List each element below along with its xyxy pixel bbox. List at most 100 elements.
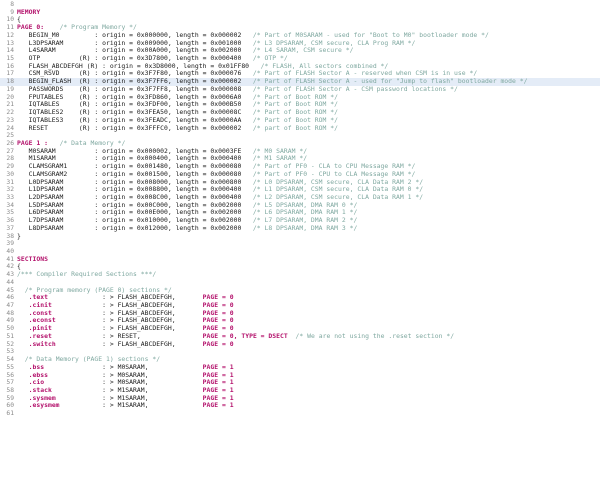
code-line[interactable]: 49 .econst : > FLASH_ABCDEFGH, PAGE = 0 xyxy=(0,317,600,325)
code-line[interactable]: 53 xyxy=(0,348,600,356)
code-line-text[interactable]: L8DPSARAM : origin = 0x012000, length = … xyxy=(17,224,600,233)
code-line[interactable]: 40 xyxy=(0,248,600,256)
code-line-text[interactable]: L1DPSARAM : origin = 0x008800, length = … xyxy=(17,185,600,194)
code-line-text[interactable]: PAGE 0: /* Program Memory */ xyxy=(17,23,600,32)
code-line[interactable]: 56 .ebss : > M0SARAM, PAGE = 1 xyxy=(0,371,600,380)
code-line[interactable]: 39 xyxy=(0,240,600,248)
code-line[interactable]: 35 L6DPSARAM : origin = 0x00E000, length… xyxy=(0,209,600,217)
code-line-text[interactable]: IQTABLES2 (R) : origin = 0x3FEA50, lengt… xyxy=(17,108,600,117)
code-line[interactable]: 47 .cinit : > FLASH_ABCDEFGH, PAGE = 0 xyxy=(0,301,600,310)
code-line-text[interactable]: { xyxy=(17,263,600,271)
code-line[interactable]: 29 CLAMSGRAM1 : origin = 0x001480, lengt… xyxy=(0,162,600,171)
code-line[interactable]: 42{ xyxy=(0,263,600,271)
code-line-text[interactable]: M0SARAM : origin = 0x000002, length = 0x… xyxy=(17,147,600,156)
code-line[interactable]: 16 FLASH_ABCDEFGH (R) : origin = 0x3D800… xyxy=(0,62,600,71)
code-line-text[interactable]: .stack : > M1SARAM, PAGE = 1 xyxy=(17,386,600,395)
code-line[interactable]: 19 PASSWORDS (R) : origin = 0x3F7FF8, le… xyxy=(0,85,600,94)
code-line[interactable]: 27 M0SARAM : origin = 0x000002, length =… xyxy=(0,147,600,156)
code-line-text[interactable]: L2DPSARAM : origin = 0x008C00, length = … xyxy=(17,193,600,202)
code-line[interactable]: 15 OTP (R) : origin = 0x3D7800, length =… xyxy=(0,54,600,63)
code-line-text[interactable]: } xyxy=(17,232,600,241)
code-line-text[interactable]: CLAMSGRAM1 : origin = 0x001480, length =… xyxy=(17,162,600,171)
code-line-text[interactable]: RESET (R) : origin = 0x3FFFC0, length = … xyxy=(17,124,600,133)
code-line-text[interactable]: CSM_RSVD (R) : origin = 0x3F7F80, length… xyxy=(17,70,600,78)
code-line[interactable]: 52 .switch : > FLASH_ABCDEFGH, PAGE = 0 xyxy=(0,340,600,349)
code-line[interactable]: 22 IQTABLES2 (R) : origin = 0x3FEA50, le… xyxy=(0,108,600,117)
code-line-text[interactable]: IQTABLES3 (R) : origin = 0x3FEADC, lengt… xyxy=(17,116,600,125)
code-line[interactable]: 59 .sysmem : > M1SARAM, PAGE = 1 xyxy=(0,394,600,403)
code-line-text[interactable]: .const : > FLASH_ABCDEFGH, PAGE = 0 xyxy=(17,309,600,318)
code-line[interactable]: 23 IQTABLES3 (R) : origin = 0x3FEADC, le… xyxy=(0,116,600,125)
code-line[interactable]: 44 xyxy=(0,279,600,287)
code-line[interactable]: 20 FPUTABLES (R) : origin = 0x3FD860, le… xyxy=(0,93,600,102)
code-line[interactable]: 57 .cio : > M0SARAM, PAGE = 1 xyxy=(0,378,600,387)
code-line-text[interactable]: .cio : > M0SARAM, PAGE = 1 xyxy=(17,378,600,387)
code-line[interactable]: 36 L7DPSARAM : origin = 0x010000, length… xyxy=(0,216,600,225)
code-line-text[interactable]: FLASH_ABCDEFGH (R) : origin = 0x3D8000, … xyxy=(17,62,600,71)
code-line[interactable]: 8 xyxy=(0,1,600,9)
code-line[interactable]: 17 CSM_RSVD (R) : origin = 0x3F7F80, len… xyxy=(0,70,600,78)
code-line[interactable]: 60 .esysmem : > M1SARAM, PAGE = 1 xyxy=(0,402,600,410)
code-line-text[interactable]: .sysmem : > M1SARAM, PAGE = 1 xyxy=(17,394,600,403)
code-line-text[interactable]: L0DPSARAM : origin = 0x008000, length = … xyxy=(17,178,600,187)
code-line-current[interactable]: 18 BEGIN_FLASH (R) : origin = 0x3F7FF6, … xyxy=(0,77,600,86)
code-line-text[interactable]: L4SARAM : origin = 0x00A000, length = 0x… xyxy=(17,46,600,55)
code-line-text[interactable]: /* Program memory (PAGE 0) sections */ xyxy=(17,286,600,295)
code-line-text[interactable]: FPUTABLES (R) : origin = 0x3FD860, lengt… xyxy=(17,93,600,102)
code-line-text[interactable]: M1SARAM : origin = 0x000400, length = 0x… xyxy=(17,155,600,163)
code-line-text[interactable]: /* Data Memory (PAGE 1) sections */ xyxy=(17,355,600,364)
code-line[interactable]: 58 .stack : > M1SARAM, PAGE = 1 xyxy=(0,386,600,395)
code-line-text[interactable]: OTP (R) : origin = 0x3D7800, length = 0x… xyxy=(17,54,600,63)
code-line[interactable]: 13 L3DPSARAM : origin = 0x009000, length… xyxy=(0,39,600,48)
code-line[interactable]: 33 L2DPSARAM : origin = 0x008C00, length… xyxy=(0,193,600,202)
code-line-text[interactable]: SECTIONS xyxy=(17,255,600,264)
code-line-text[interactable]: CLAMSGRAM2 : origin = 0x001500, length =… xyxy=(17,170,600,179)
code-line-text[interactable]: .text : > FLASH_ABCDEFGH, PAGE = 0 xyxy=(17,293,600,302)
code-line[interactable]: 54 /* Data Memory (PAGE 1) sections */ xyxy=(0,355,600,364)
code-line-text[interactable]: .reset : > RESET, PAGE = 0, TYPE = DSECT… xyxy=(17,332,600,341)
code-line-text[interactable]: BEGIN_FLASH (R) : origin = 0x3F7FF6, len… xyxy=(17,77,600,86)
code-line[interactable]: 12 BEGIN_M0 : origin = 0x000000, length … xyxy=(0,31,600,40)
code-line[interactable]: 61 xyxy=(0,410,600,418)
code-line[interactable]: 25 xyxy=(0,132,600,140)
code-line[interactable]: 48 .const : > FLASH_ABCDEFGH, PAGE = 0 xyxy=(0,309,600,318)
code-line[interactable]: 46 .text : > FLASH_ABCDEFGH, PAGE = 0 xyxy=(0,293,600,302)
code-line-text[interactable]: .pinit : > FLASH_ABCDEFGH, PAGE = 0 xyxy=(17,324,600,333)
code-line-text[interactable]: .ebss : > M0SARAM, PAGE = 1 xyxy=(17,371,600,380)
code-line[interactable]: 50 .pinit : > FLASH_ABCDEFGH, PAGE = 0 xyxy=(0,324,600,333)
code-line[interactable]: 28 M1SARAM : origin = 0x000400, length =… xyxy=(0,155,600,163)
code-line-text[interactable]: IQTABLES (R) : origin = 0x3FDF00, length… xyxy=(17,100,600,109)
code-line[interactable]: 45 /* Program memory (PAGE 0) sections *… xyxy=(0,286,600,295)
code-line-text[interactable]: L6DPSARAM : origin = 0x00E000, length = … xyxy=(17,209,600,217)
code-line-text[interactable]: .econst : > FLASH_ABCDEFGH, PAGE = 0 xyxy=(17,317,600,325)
code-line[interactable]: 32 L1DPSARAM : origin = 0x008800, length… xyxy=(0,185,600,194)
code-line-text[interactable]: PASSWORDS (R) : origin = 0x3F7FF8, lengt… xyxy=(17,85,600,94)
code-line[interactable]: 24 RESET (R) : origin = 0x3FFFC0, length… xyxy=(0,124,600,133)
code-line-text[interactable]: L5DPSARAM : origin = 0x00C000, length = … xyxy=(17,201,600,210)
code-line-text[interactable]: /*** Compiler Required Sections ***/ xyxy=(17,270,600,279)
code-line-text[interactable]: .cinit : > FLASH_ABCDEFGH, PAGE = 0 xyxy=(17,301,600,310)
code-line-text[interactable]: L7DPSARAM : origin = 0x010000, length = … xyxy=(17,216,600,225)
code-line-text[interactable]: { xyxy=(17,16,600,24)
code-line[interactable]: 51 .reset : > RESET, PAGE = 0, TYPE = DS… xyxy=(0,332,600,341)
code-line-text[interactable]: MEMORY xyxy=(17,8,600,17)
code-line-text[interactable]: BEGIN_M0 : origin = 0x000000, length = 0… xyxy=(17,31,600,40)
code-line-text[interactable]: .bss : > M0SARAM, PAGE = 1 xyxy=(17,363,600,372)
code-line-text[interactable]: PAGE 1 : /* Data Memory */ xyxy=(17,139,600,148)
code-line[interactable]: 43/*** Compiler Required Sections ***/ xyxy=(0,270,600,279)
code-line[interactable]: 10{ xyxy=(0,16,600,24)
code-line-text[interactable]: .esysmem : > M1SARAM, PAGE = 1 xyxy=(17,402,600,410)
code-line[interactable]: 21 IQTABLES (R) : origin = 0x3FDF00, len… xyxy=(0,100,600,109)
code-line-text[interactable]: L3DPSARAM : origin = 0x009000, length = … xyxy=(17,39,600,48)
code-line[interactable]: 14 L4SARAM : origin = 0x00A000, length =… xyxy=(0,46,600,55)
code-line[interactable]: 34 L5DPSARAM : origin = 0x00C000, length… xyxy=(0,201,600,210)
code-line[interactable]: 37 L8DPSARAM : origin = 0x012000, length… xyxy=(0,224,600,233)
code-line[interactable]: 30 CLAMSGRAM2 : origin = 0x001500, lengt… xyxy=(0,170,600,179)
code-line[interactable]: 55 .bss : > M0SARAM, PAGE = 1 xyxy=(0,363,600,372)
code-line[interactable]: 38} xyxy=(0,232,600,241)
code-line-text[interactable]: .switch : > FLASH_ABCDEFGH, PAGE = 0 xyxy=(17,340,600,349)
